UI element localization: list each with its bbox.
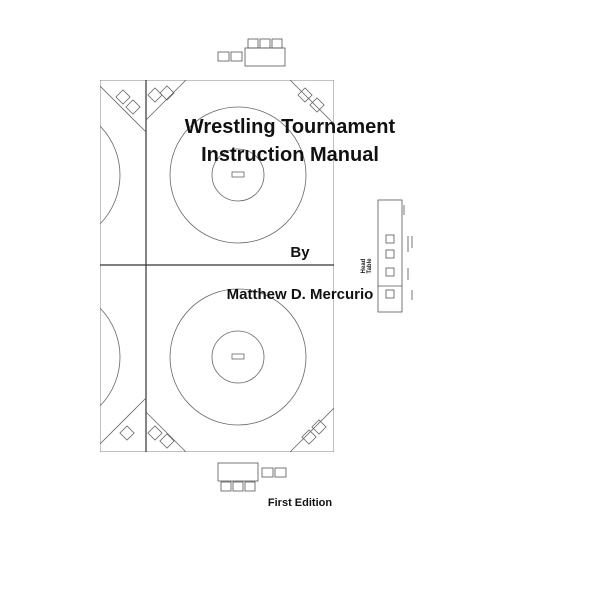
top-mat-circle [169, 106, 307, 244]
top-mat-center [211, 148, 265, 202]
corner-chairs [115, 85, 327, 449]
title-line-2: Instruction Manual [201, 144, 379, 166]
title-line-1: Wrestling Tournament [184, 116, 396, 138]
bottom-mat-circle [169, 288, 307, 426]
head-table-label: Head Table [361, 258, 373, 274]
by-label: By [290, 244, 310, 261]
bottom-mat-center [211, 330, 265, 384]
author-name: Matthew D. Mercurio [226, 286, 374, 303]
wrestling-mats [100, 80, 334, 452]
top-score-table [217, 38, 286, 67]
head-table [377, 199, 413, 313]
edition-label: First Edition [267, 497, 333, 509]
bottom-score-table [217, 462, 287, 492]
